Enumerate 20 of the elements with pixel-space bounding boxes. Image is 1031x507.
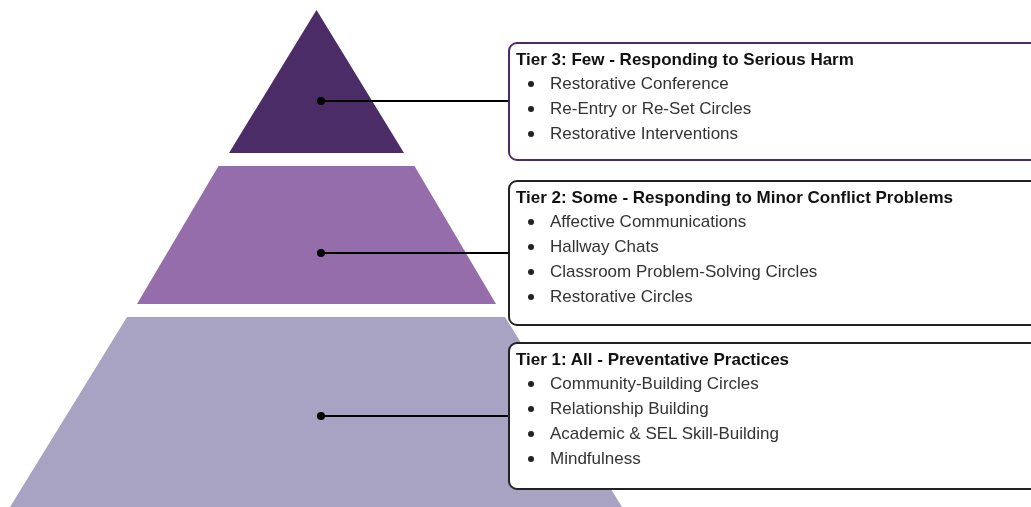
tier-heading: Tier 3: Few - Responding to Serious Harm bbox=[516, 49, 854, 71]
tier-heading: Tier 2: Some - Responding to Minor Conflict Problems bbox=[516, 187, 953, 209]
bullet-item: Mindfulness bbox=[550, 448, 641, 470]
tier-card bbox=[508, 342, 1031, 490]
tier-card bbox=[508, 42, 1031, 161]
bullet-item: Restorative Circles bbox=[550, 286, 693, 308]
bullet-item: Classroom Problem-Solving Circles bbox=[550, 261, 818, 283]
bullet-item: Community-Building Circles bbox=[550, 373, 759, 395]
bullet-item: Relationship Building bbox=[550, 398, 709, 420]
leader-line bbox=[317, 249, 509, 257]
tier-card bbox=[508, 180, 1031, 326]
bullet-item: Affective Communications bbox=[550, 211, 747, 233]
bullet-item: Academic & SEL Skill-Building bbox=[550, 423, 779, 445]
bullet-item: Restorative Conference bbox=[550, 73, 729, 95]
bullet-item: Restorative Interventions bbox=[550, 123, 739, 145]
leader-line bbox=[317, 97, 509, 105]
bullet-item: Re-Entry or Re-Set Circles bbox=[550, 98, 752, 120]
bullet-item: Hallway Chats bbox=[550, 236, 659, 258]
tier-heading: Tier 1: All - Preventative Practices bbox=[516, 349, 790, 371]
leader-line bbox=[317, 412, 509, 420]
